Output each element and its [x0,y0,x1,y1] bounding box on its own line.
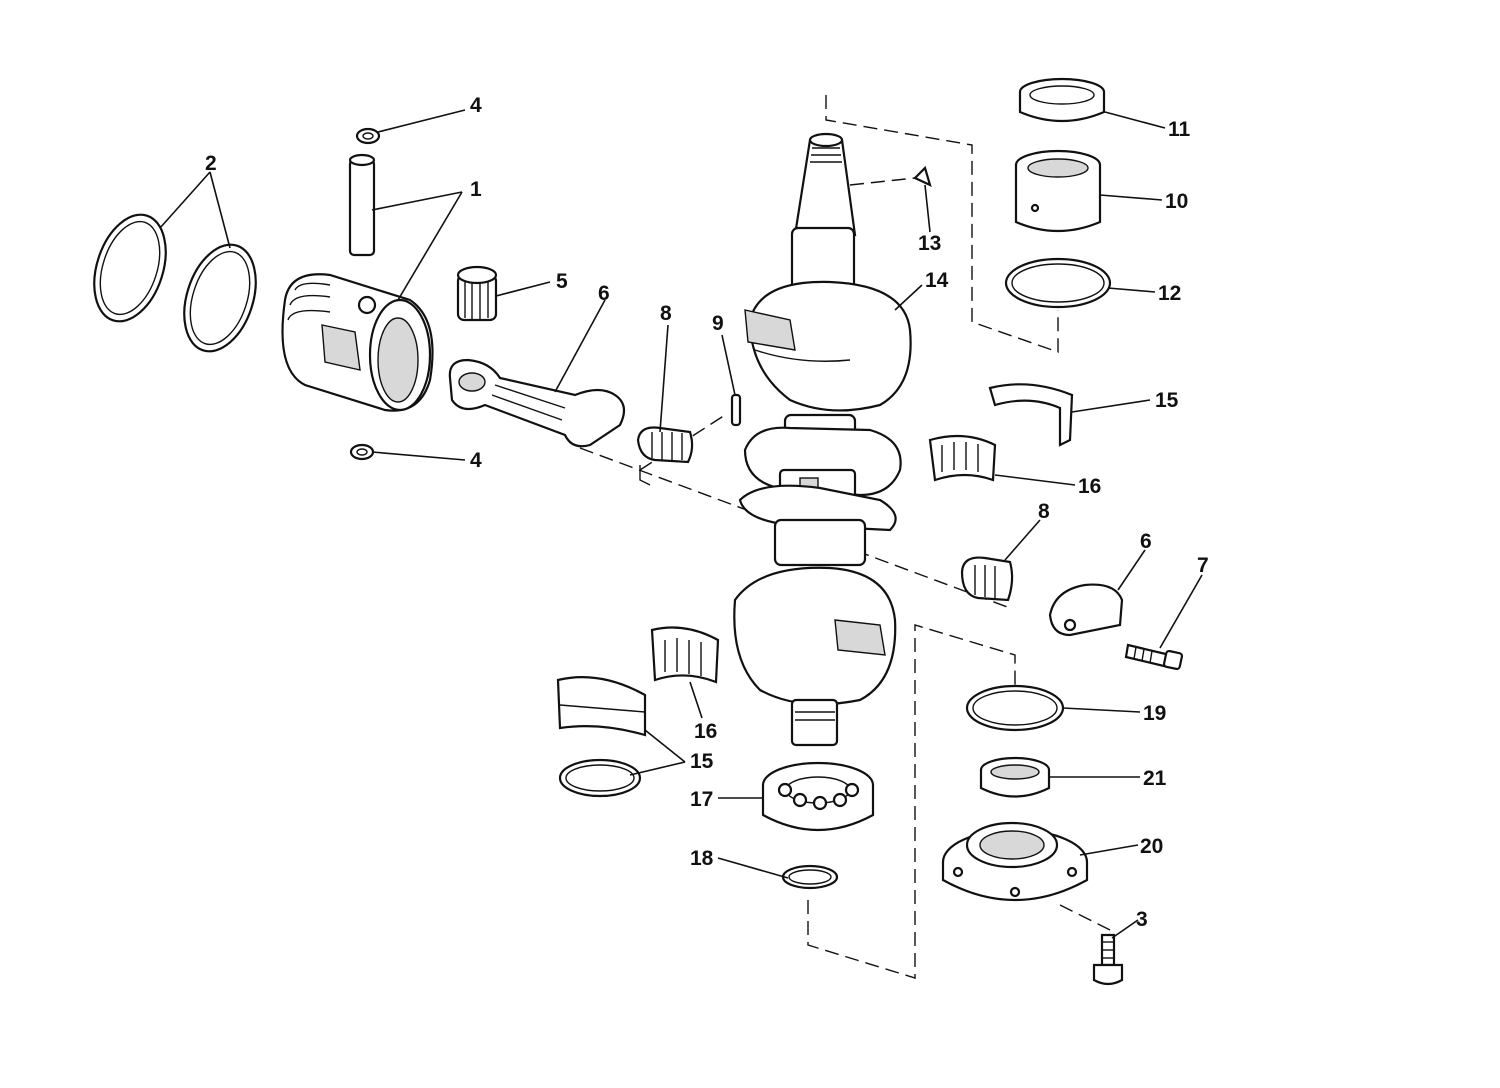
callout-14: 14 [925,269,949,292]
piston-pin [348,153,376,257]
callout-4-bottom: 4 [470,449,482,472]
main-bearing-upper-right [988,383,1074,447]
assembly-dash-lines [579,95,1111,979]
woodruff-key [913,165,932,188]
callout-12: 12 [1158,282,1181,305]
housing-screw [1092,933,1124,986]
crankshaft [733,132,912,747]
top-seal [1018,77,1106,123]
callout-9: 9 [712,312,724,335]
callout-20: 20 [1140,835,1163,858]
callout-6-bottom: 6 [1140,530,1152,553]
roller-cage-upper [636,426,694,486]
callout-3: 3 [1136,908,1148,931]
top-o-ring [1004,257,1112,309]
callout-18: 18 [690,847,714,870]
retaining-ring-lower-left [558,758,642,798]
callout-8-top: 8 [660,302,672,325]
needle-cage-right [928,434,997,482]
connecting-rod-cap [1048,583,1124,637]
callout-16-right: 16 [1078,475,1101,498]
callout-2: 2 [205,152,217,175]
rod-cap-bolt [1124,643,1184,671]
callout-15-left: 15 [690,750,714,773]
wrist-pin-bearing [456,265,498,322]
callout-6-top: 6 [598,282,610,305]
callout-4-top: 4 [470,94,482,117]
callout-1: 1 [470,178,482,201]
ball-bearing [761,761,875,831]
callout-21: 21 [1143,767,1167,790]
leader-lines [159,109,1203,939]
bearing-housing [941,821,1089,901]
connecting-rod [448,358,626,448]
callout-numbers: 1 2 3 4 4 5 6 6 7 8 8 9 10 11 12 13 14 1… [205,94,1209,931]
main-bearing-lower-left [556,676,647,737]
needle-cage-left [650,626,720,684]
dowel-pin [730,393,742,427]
callout-10: 10 [1165,190,1188,213]
callout-17: 17 [690,788,713,811]
callout-19: 19 [1143,702,1166,725]
snap-ring [781,864,839,890]
callout-16-left: 16 [694,720,717,743]
callout-5: 5 [556,270,568,293]
pin-retainer-top [355,127,381,145]
callout-15-right: 15 [1155,389,1179,412]
callout-11: 11 [1168,118,1191,141]
lower-o-ring [965,684,1065,732]
top-needle-bearing [1014,149,1102,233]
pin-retainer-bottom [349,443,375,461]
piston-rings [93,213,257,353]
piston [281,273,434,412]
callout-13: 13 [918,232,941,255]
callout-8-bottom: 8 [1038,500,1050,523]
lower-seal [979,756,1051,798]
callout-7: 7 [1197,554,1209,577]
roller-cage-lower [960,556,1014,602]
